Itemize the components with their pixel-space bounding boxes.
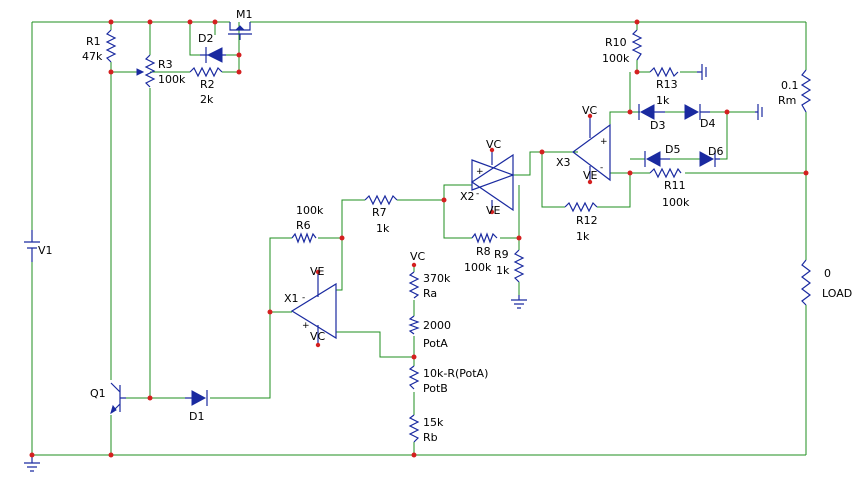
label-r7: R7: [372, 206, 387, 219]
mosfet-m1: [228, 22, 252, 40]
label-rb: Rb: [423, 431, 438, 444]
resistor-r11: [649, 167, 682, 179]
label-x1: X1: [284, 292, 299, 305]
resistor-r9: [513, 249, 525, 283]
rail-ve-x1: VE: [310, 265, 325, 278]
value-r2: 2k: [200, 93, 214, 106]
label-r3: R3: [158, 58, 173, 71]
resistor-r7: [364, 194, 398, 206]
wires: [31, 21, 807, 456]
resistor-r2: [189, 66, 223, 78]
label-load: LOAD: [822, 287, 852, 300]
diode-d4: [684, 104, 710, 120]
resistor-rb: [408, 414, 420, 443]
ground-r13: [697, 64, 707, 80]
value-r7: 1k: [376, 222, 390, 235]
value-rb: 15k: [423, 416, 444, 429]
value-ra: 370k: [423, 272, 451, 285]
rail-vc-divider: VC: [410, 250, 426, 263]
pin-x1-minus: -: [302, 293, 305, 303]
supply-markers: [315, 113, 593, 348]
rail-vc-x3: VC: [582, 104, 598, 117]
opamp-x2: [470, 150, 515, 212]
label-d6: D6: [708, 145, 723, 158]
diode-d2: [200, 47, 226, 63]
value-r6: 100k: [296, 204, 324, 217]
resistor-r10: [631, 29, 643, 61]
value-r3: 100k: [158, 73, 186, 86]
pin-x3-minus: -: [600, 163, 603, 173]
value-load: 0: [824, 267, 831, 280]
label-q1: Q1: [90, 387, 106, 400]
value-potb: 10k-R(PotA): [423, 367, 488, 380]
value-r10: 100k: [602, 52, 630, 65]
resistor-r13: [649, 66, 679, 78]
diode-d5: [644, 151, 670, 167]
value-r1: 47k: [82, 50, 103, 63]
label-r9: R9: [494, 248, 509, 261]
label-ra: Ra: [423, 287, 437, 300]
pin-x2-plus: +: [476, 167, 484, 177]
ground-r9: [511, 295, 527, 309]
value-r8: 100k: [464, 261, 492, 274]
diode-d6: [699, 151, 720, 167]
diode-d1: [185, 390, 208, 406]
value-r12: 1k: [576, 230, 590, 243]
resistor-r12: [564, 201, 598, 213]
label-r12: R12: [576, 214, 598, 227]
pin-x2-minus: -: [476, 189, 479, 199]
label-rm: Rm: [778, 94, 796, 107]
label-m1: M1: [236, 8, 253, 21]
rail-vc-x2: VC: [486, 138, 502, 151]
resistor-r1: [105, 29, 117, 63]
opamp-x3: [571, 116, 611, 182]
resistor-pota: [408, 315, 420, 335]
label-r10: R10: [605, 36, 627, 49]
label-d5: D5: [665, 143, 680, 156]
label-r2: R2: [200, 78, 215, 91]
label-d1: D1: [189, 410, 204, 423]
resistor-r3: [136, 54, 156, 88]
pin-x3-plus: +: [600, 137, 608, 147]
resistor-r8: [471, 232, 498, 244]
component-labels: M1 R1 47k D2 R3 100k R2 2k V1 Q1 D1 100k…: [38, 8, 852, 444]
label-potb: PotB: [423, 382, 448, 395]
resistor-r6: [291, 232, 317, 244]
ground-d4: [755, 104, 763, 120]
value-r9: 1k: [496, 264, 510, 277]
label-x3: X3: [556, 156, 571, 169]
transistor-q1: [110, 382, 126, 415]
value-r11: 100k: [662, 196, 690, 209]
junction-nodes: [29, 19, 809, 458]
label-r1: R1: [86, 35, 101, 48]
value-pota: 2000: [423, 319, 451, 332]
label-d2: D2: [198, 32, 213, 45]
voltage-source-v1: [24, 230, 40, 262]
resistor-ra: [408, 271, 420, 299]
label-r8: R8: [476, 245, 491, 258]
resistor-rm: [800, 69, 812, 113]
label-d3: D3: [650, 119, 665, 132]
label-r6: R6: [296, 219, 311, 232]
label-r11: R11: [664, 179, 686, 192]
label-d4: D4: [700, 117, 715, 130]
ground-left: [24, 455, 40, 472]
pin-x1-plus: +: [302, 321, 310, 331]
label-r13: R13: [656, 78, 678, 91]
rail-ve-x2: VE: [486, 204, 501, 217]
resistor-potb: [408, 365, 420, 390]
rail-ve-x3: VE: [583, 169, 598, 182]
label-pota: PotA: [423, 337, 448, 350]
diode-d3: [638, 104, 665, 120]
value-r13: 1k: [656, 94, 670, 107]
label-x2: X2: [460, 190, 475, 203]
opamp-x1: [290, 272, 337, 345]
value-rm: 0.1: [781, 79, 799, 92]
rail-vc-x1: VC: [310, 330, 326, 343]
resistor-load: [801, 259, 811, 306]
label-v1: V1: [38, 244, 53, 257]
